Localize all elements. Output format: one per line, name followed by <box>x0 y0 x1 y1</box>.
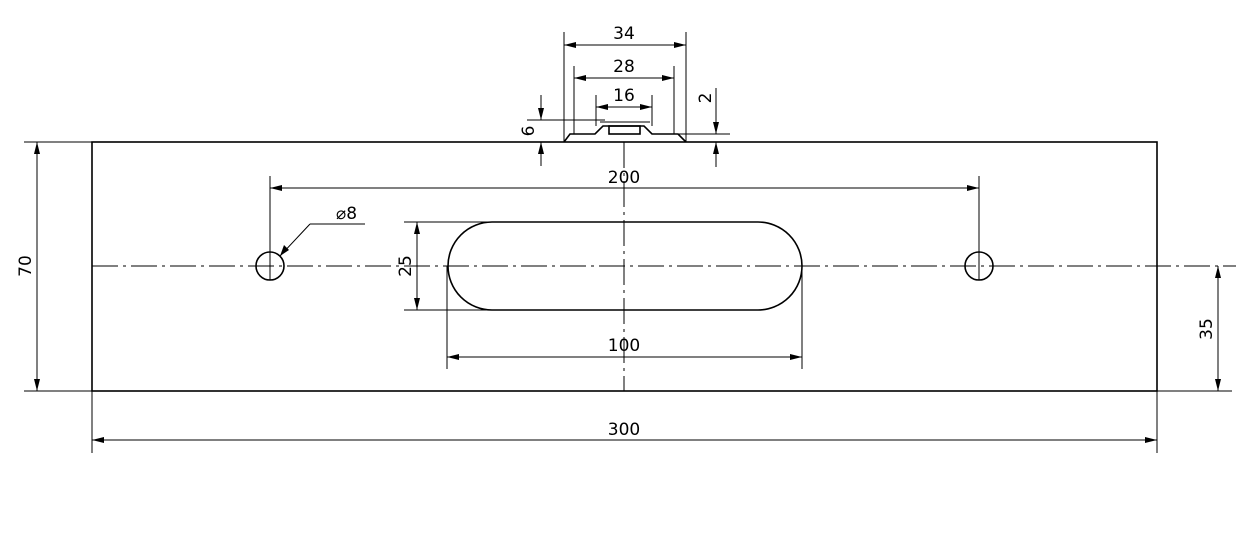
dim-tab-inner-width: 16 <box>595 86 653 126</box>
dim-tab-depth-left-label: 6 <box>519 126 539 137</box>
dim-overall-height: 70 <box>16 141 92 392</box>
dim-overall-length-label: 300 <box>608 420 640 440</box>
dim-tab-outer-width-label: 34 <box>613 24 635 44</box>
dim-slot-width-label: 25 <box>396 255 416 277</box>
dim-tab-mid-width-label: 28 <box>613 57 635 77</box>
dim-hole-diameter: ⌀8 <box>279 204 365 257</box>
top-tab-insert <box>608 125 641 135</box>
dim-overall-length: 300 <box>91 391 1158 453</box>
dim-slot-length-label: 100 <box>608 336 640 356</box>
dim-slot-length: 100 <box>446 266 803 369</box>
dim-tab-outer-width: 34 <box>563 24 687 142</box>
dim-half-height-label: 35 <box>1197 318 1217 340</box>
dim-tab-depth-left: 6 <box>519 95 605 166</box>
dim-hole-spacing: 200 <box>269 168 980 252</box>
dim-slot-width: 25 <box>396 221 492 311</box>
dim-tab-depth-right-label: 2 <box>696 93 716 104</box>
dim-tab-depth-right: 2 <box>678 88 730 167</box>
dim-half-height: 35 <box>1157 266 1232 392</box>
dim-hole-diameter-label: ⌀8 <box>336 204 357 224</box>
center-slot <box>447 221 803 311</box>
dim-tab-mid-width: 28 <box>573 57 675 134</box>
dim-overall-height-label: 70 <box>16 255 36 277</box>
dim-tab-inner-width-label: 16 <box>613 86 635 106</box>
dim-hole-spacing-label: 200 <box>608 168 640 188</box>
